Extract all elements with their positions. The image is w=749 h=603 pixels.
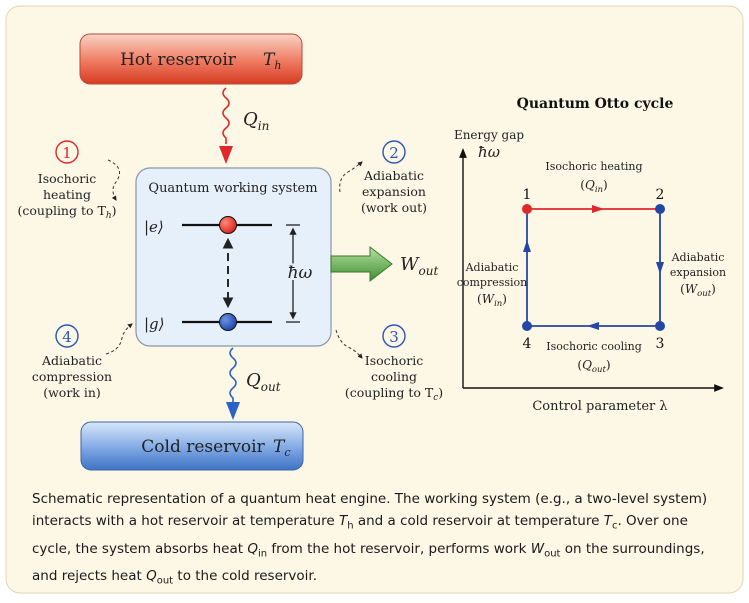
- working-system-title: Quantum working system: [148, 181, 317, 196]
- step-3-dashed-arrow: [335, 329, 363, 359]
- otto-corner-2: 2: [656, 187, 665, 203]
- q-in-label: Qin: [243, 109, 269, 133]
- otto-compression-line1: Adiabatic: [465, 261, 519, 274]
- step-1-dashed-arrow: [107, 159, 121, 201]
- otto-y-label-2: ħω: [478, 143, 500, 161]
- step-4-dashed-arrow: [105, 323, 133, 355]
- otto-corner-4: 4: [523, 336, 532, 352]
- hot-reservoir-label: Hot reservoir: [120, 50, 237, 70]
- otto-title: Quantum Otto cycle: [517, 96, 674, 112]
- q-out-label: Qout: [246, 370, 281, 394]
- otto-expansion-line1: Adiabatic: [671, 251, 725, 264]
- gap-label: ħω: [288, 263, 313, 283]
- step-1-line1: Isochoric: [38, 171, 96, 186]
- otto-corner-1: 1: [523, 187, 532, 203]
- excited-state-ball: [219, 216, 237, 234]
- q-in-wavy-arrow: [222, 87, 230, 144]
- otto-x-label: Control parameter λ: [532, 399, 667, 414]
- step-1-line2: heating: [43, 187, 91, 202]
- w-out-arrow: [330, 245, 393, 283]
- otto-edge-3-4-arrowhead: [587, 322, 599, 330]
- step-1-number: 1: [62, 144, 72, 162]
- q-out-wavy-arrow: [229, 347, 237, 404]
- step-4-line2: compression: [32, 369, 112, 384]
- step-2-line2: expansion: [362, 184, 426, 199]
- step-3-badge: [382, 324, 406, 348]
- step-3-line3: (coupling to Tc): [345, 385, 443, 403]
- otto-node-2: [655, 204, 665, 214]
- cold-reservoir-box: [80, 421, 304, 471]
- step-2-line1: Adiabatic: [363, 168, 424, 183]
- q-in-arrowhead: [219, 146, 233, 164]
- step-3-line2: cooling: [371, 369, 417, 384]
- caption: Schematic representation of a quantum he…: [32, 491, 708, 588]
- otto-corner-3: 3: [656, 336, 665, 352]
- step-3-number: 3: [389, 328, 399, 346]
- step-1-badge: [55, 140, 79, 164]
- step-2-number: 2: [389, 144, 399, 162]
- excited-state-label: |e⟩: [144, 218, 164, 236]
- hot-reservoir-box: [79, 33, 303, 85]
- cold-reservoir-label: Cold reservoir: [141, 437, 265, 457]
- otto-edge-1-2-arrowhead: [592, 205, 604, 213]
- otto-node-1: [522, 204, 532, 214]
- hot-reservoir-symbol: Th: [263, 50, 281, 72]
- otto-cooling-label: Isochoric cooling: [546, 340, 641, 353]
- ground-state-label: |g⟩: [144, 315, 165, 333]
- otto-node-3: [655, 321, 665, 331]
- ground-state-ball: [219, 313, 237, 331]
- step-2-badge: [382, 140, 406, 164]
- otto-expansion-line2: expansion: [670, 266, 726, 279]
- cold-reservoir-symbol: Tc: [273, 437, 291, 459]
- step-3-line1: Isochoric: [365, 353, 423, 368]
- otto-compression-line2: compression: [457, 276, 528, 289]
- w-out-label: Wout: [400, 254, 438, 278]
- step-4-line3: (work in): [43, 385, 101, 400]
- otto-node-4: [522, 321, 532, 331]
- step-4-line1: Adiabatic: [41, 353, 102, 368]
- step-4-number: 4: [62, 328, 72, 346]
- otto-heating-label: Isochoric heating: [545, 160, 642, 173]
- step-2-dashed-arrow: [339, 161, 363, 193]
- q-out-arrowhead: [226, 402, 240, 420]
- step-1-line3: (coupling to Th): [17, 203, 116, 221]
- step-4-badge: [55, 324, 79, 348]
- otto-edge-4-1-arrowhead: [523, 240, 531, 252]
- otto-edge-2-3-arrowhead: [656, 262, 664, 274]
- otto-y-label-1: Energy gap: [454, 128, 524, 142]
- step-2-line3: (work out): [361, 200, 427, 215]
